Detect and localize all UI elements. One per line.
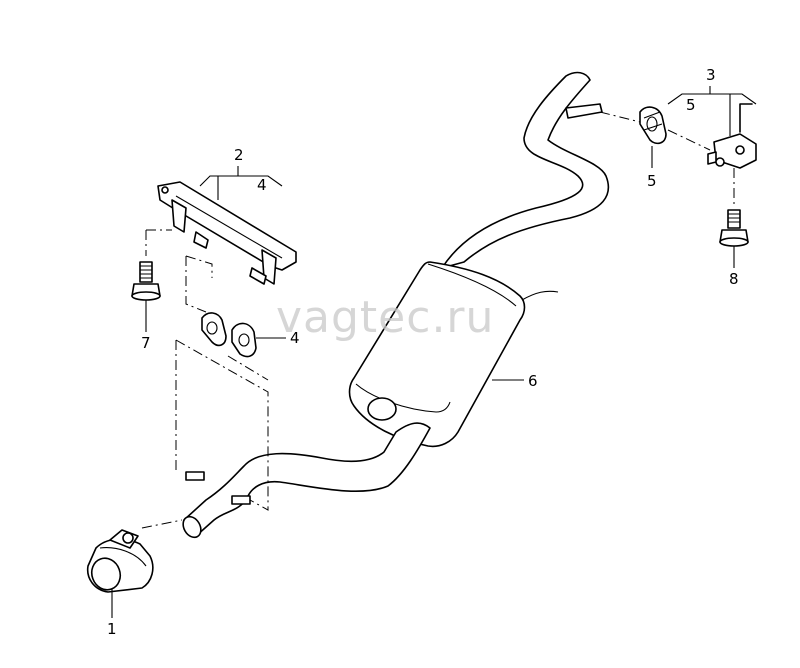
assembly-guide-lines [141, 111, 735, 529]
callout-3-sub: 5 [686, 96, 696, 114]
bolt-left [131, 261, 161, 301]
rubber-hanger-right [639, 106, 667, 145]
callout-1: 1 [107, 620, 117, 638]
pipe-clamp [86, 529, 154, 593]
rubber-hanger-pair [201, 312, 257, 358]
watermark-text: vagtec.ru [276, 292, 494, 343]
callout-4: 4 [290, 329, 300, 347]
callout-3: 3 [706, 66, 716, 84]
exhaust-pipe-assembly [182, 71, 610, 539]
mounting-bracket-right [707, 103, 757, 169]
callout-2: 2 [234, 146, 244, 164]
bolt-right [719, 209, 749, 247]
callout-5: 5 [647, 172, 657, 190]
callout-8: 8 [729, 270, 739, 288]
callout-leaders [111, 86, 757, 618]
callout-2-sub: 4 [257, 176, 267, 194]
mounting-bracket-left [157, 181, 297, 285]
callout-7: 7 [141, 334, 151, 352]
callout-6: 6 [528, 372, 538, 390]
